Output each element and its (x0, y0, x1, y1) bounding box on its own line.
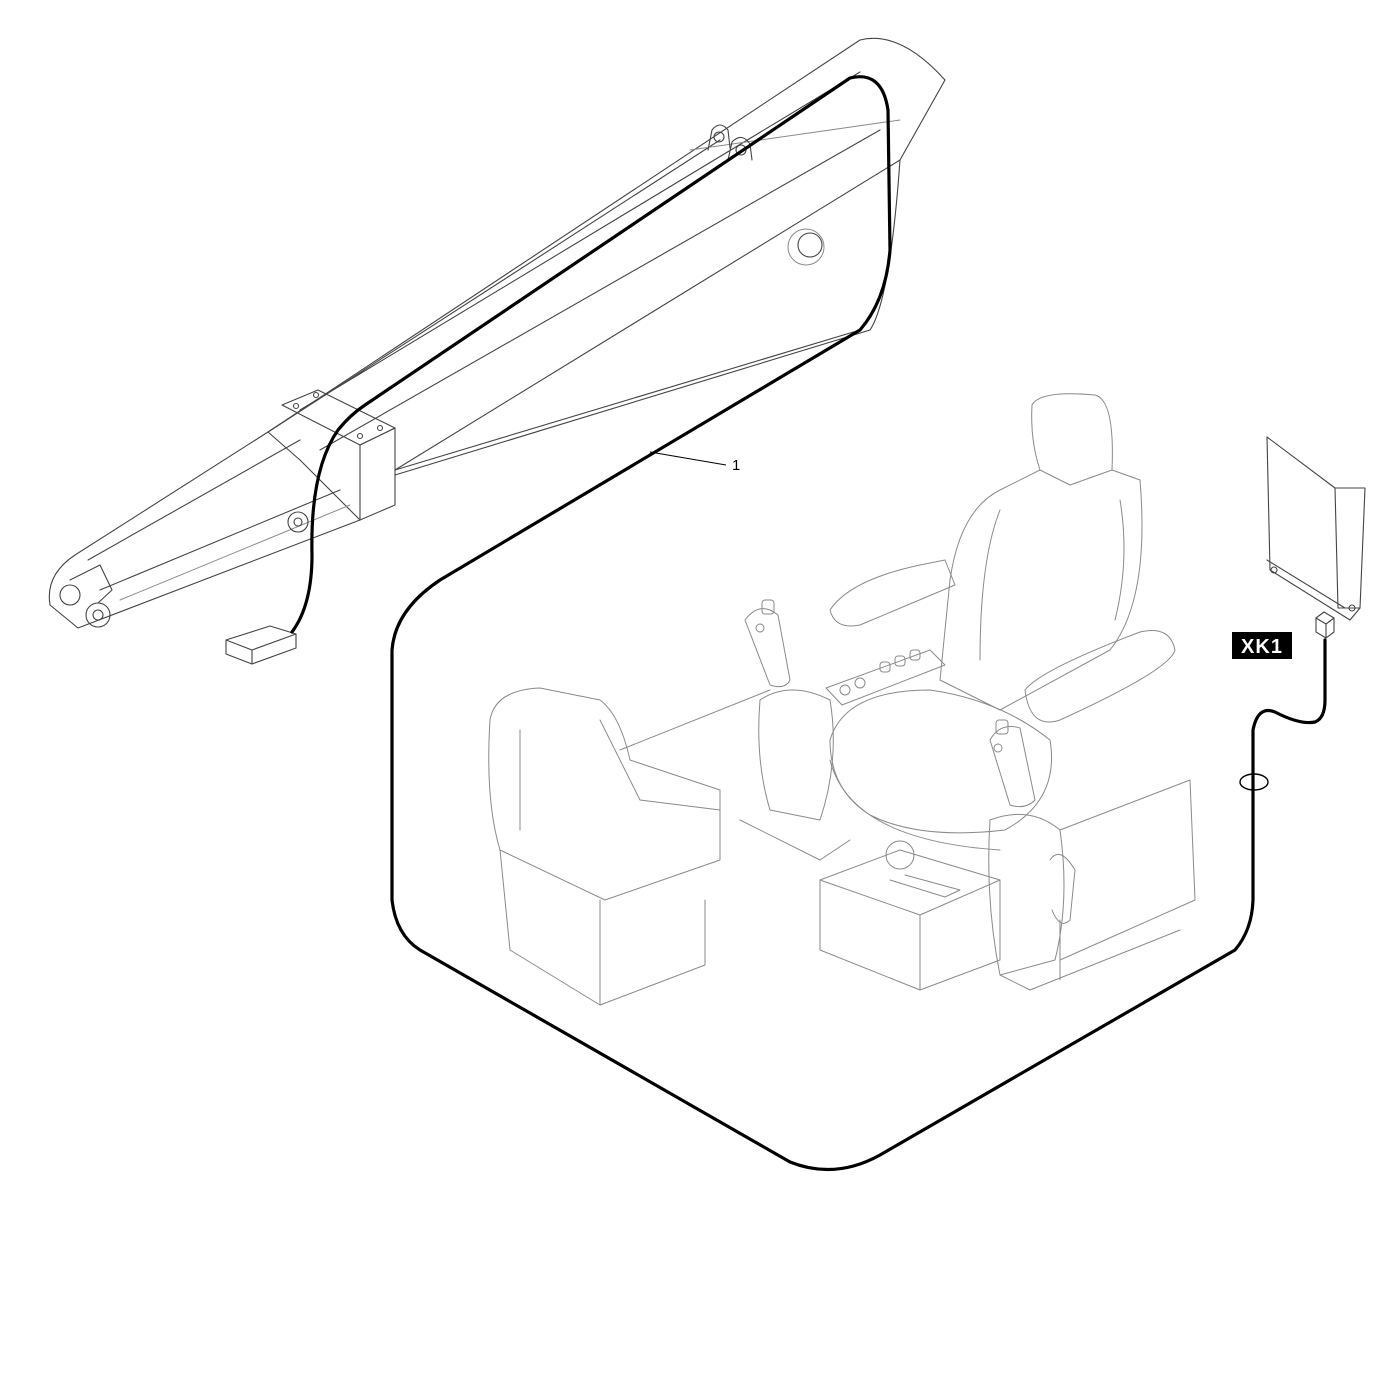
left-console (488, 599, 851, 1006)
controller-box (1266, 436, 1366, 621)
xk1-label-background (1232, 632, 1292, 659)
callout-number: 1 (732, 457, 740, 474)
operator-seat (819, 393, 1176, 991)
xk1-connector-plug (1315, 611, 1335, 639)
boom-sensor-box (225, 625, 297, 665)
harness-callout: 1 (649, 451, 740, 474)
callout-leader-line (649, 451, 727, 466)
right-console (988, 719, 1196, 991)
wiring-harness (290, 75, 1327, 1172)
xk1-label: XK1 (1232, 632, 1292, 659)
harness-main-run (290, 75, 1327, 1172)
harness-grommet (1239, 773, 1269, 791)
boom-arm (48, 37, 946, 629)
xk1-label-text: XK1 (1241, 636, 1283, 658)
